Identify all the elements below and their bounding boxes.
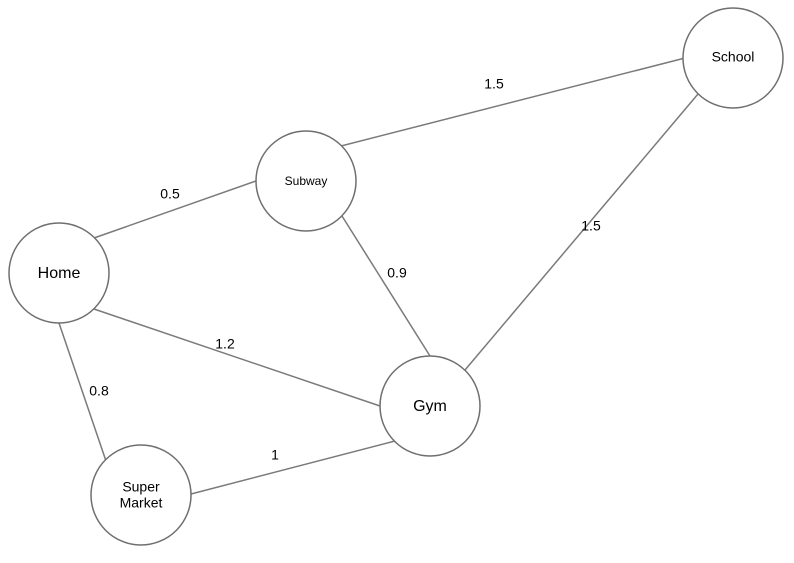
node-super-market-circle[interactable]: [90, 444, 192, 546]
weight-label-home-subway: 0.5: [160, 186, 180, 202]
node-gym[interactable]: Gym: [379, 355, 481, 457]
weight-label-super-market-gym: 1: [271, 447, 279, 463]
edge-labels: 0.5 1.5 0.9 1.5 1.2 0.8 1: [89, 76, 601, 463]
node-super-market[interactable]: Super Market: [90, 444, 192, 546]
edge-subway-school: [340, 57, 686, 147]
edge-school-gym: [464, 93, 699, 371]
node-subway[interactable]: Subway: [255, 130, 357, 232]
node-super-market-label-line1: Super: [122, 479, 160, 495]
node-gym-circle[interactable]: [379, 355, 481, 457]
node-home-circle[interactable]: [8, 222, 110, 324]
weight-label-home-gym: 1.2: [215, 336, 235, 352]
edge-home-subway: [93, 180, 257, 239]
node-home[interactable]: Home: [8, 222, 110, 324]
edges: [58, 57, 699, 495]
node-school-label: School: [712, 49, 755, 65]
node-subway-label: Subway: [285, 174, 328, 188]
node-home-label: Home: [38, 265, 81, 282]
weight-label-subway-gym: 0.9: [387, 265, 407, 281]
node-subway-circle[interactable]: [255, 130, 357, 232]
node-school[interactable]: School: [682, 7, 784, 109]
node-super-market-label-line2: Market: [120, 495, 163, 511]
weight-label-home-super-market: 0.8: [89, 383, 109, 399]
edge-subway-gym: [341, 215, 431, 357]
edge-home-super-market: [58, 322, 107, 462]
edge-super-market-gym: [190, 440, 396, 495]
edge-home-gym: [93, 308, 381, 407]
weight-label-subway-school: 1.5: [484, 76, 504, 92]
node-school-circle[interactable]: [682, 7, 784, 109]
weight-label-school-gym: 1.5: [581, 218, 601, 234]
node-gym-label: Gym: [413, 398, 447, 415]
